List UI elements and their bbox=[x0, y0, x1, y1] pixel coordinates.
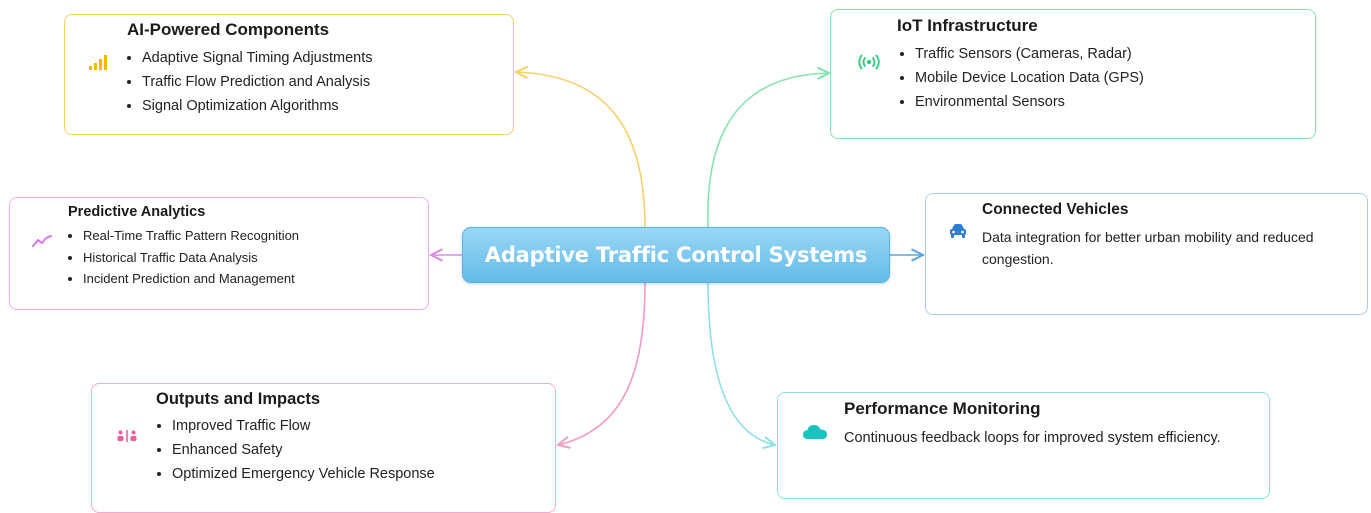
list-item: Traffic Sensors (Cameras, Radar) bbox=[915, 42, 1144, 66]
central-node-label: Adaptive Traffic Control Systems bbox=[484, 243, 868, 267]
node-outputs-and-impacts: Outputs and Impacts Improved Traffic Flo… bbox=[91, 383, 556, 513]
list-item: Traffic Flow Prediction and Analysis bbox=[142, 70, 373, 94]
node-connected-vehicles: Connected Vehicles Data integration for … bbox=[925, 193, 1368, 315]
list-item: Enhanced Safety bbox=[172, 438, 435, 462]
list-item: Historical Traffic Data Analysis bbox=[83, 247, 299, 269]
node-item-list: Adaptive Signal Timing Adjustments Traff… bbox=[124, 46, 373, 118]
node-item-list: Traffic Sensors (Cameras, Radar) Mobile … bbox=[897, 42, 1144, 114]
central-node: Adaptive Traffic Control Systems bbox=[462, 227, 890, 283]
list-item: Adaptive Signal Timing Adjustments bbox=[142, 46, 373, 70]
signal-bars-icon bbox=[89, 55, 107, 70]
list-item: Optimized Emergency Vehicle Response bbox=[172, 462, 435, 486]
list-item: Signal Optimization Algorithms bbox=[142, 94, 373, 118]
node-description: Continuous feedback loops for improved s… bbox=[844, 430, 1221, 446]
node-iot-infrastructure: IoT Infrastructure Traffic Sensors (Came… bbox=[830, 9, 1316, 139]
node-title: Predictive Analytics bbox=[68, 204, 206, 220]
node-ai-powered-components: AI-Powered Components Adaptive Signal Ti… bbox=[64, 14, 514, 135]
trend-line-icon bbox=[32, 235, 52, 247]
node-performance-monitoring: Performance Monitoring Continuous feedba… bbox=[777, 392, 1270, 499]
list-item: Real-Time Traffic Pattern Recognition bbox=[83, 225, 299, 247]
broadcast-sensor-icon bbox=[858, 54, 880, 70]
people-balance-icon bbox=[117, 430, 137, 442]
list-item: Mobile Device Location Data (GPS) bbox=[915, 66, 1144, 90]
node-title: AI-Powered Components bbox=[127, 20, 330, 39]
connector-performance-monitoring bbox=[707, 282, 775, 445]
node-item-list: Improved Traffic Flow Enhanced Safety Op… bbox=[154, 414, 435, 486]
node-title: Performance Monitoring bbox=[844, 399, 1041, 418]
cloud-icon bbox=[803, 425, 827, 439]
car-icon bbox=[950, 224, 966, 238]
node-title: Connected Vehicles bbox=[982, 201, 1129, 218]
node-title: Outputs and Impacts bbox=[156, 390, 321, 408]
connector-iot-infrastructure bbox=[707, 73, 829, 228]
list-item: Improved Traffic Flow bbox=[172, 414, 435, 438]
connector-outputs-impacts bbox=[558, 282, 646, 445]
list-item: Environmental Sensors bbox=[915, 90, 1144, 114]
node-predictive-analytics: Predictive Analytics Real-Time Traffic P… bbox=[9, 197, 429, 310]
list-item: Incident Prediction and Management bbox=[83, 268, 299, 290]
node-item-list: Real-Time Traffic Pattern Recognition Hi… bbox=[65, 225, 299, 290]
node-description: Data integration for better urban mobili… bbox=[982, 229, 1314, 267]
connector-ai-components bbox=[516, 72, 646, 228]
node-title: IoT Infrastructure bbox=[897, 16, 1038, 35]
